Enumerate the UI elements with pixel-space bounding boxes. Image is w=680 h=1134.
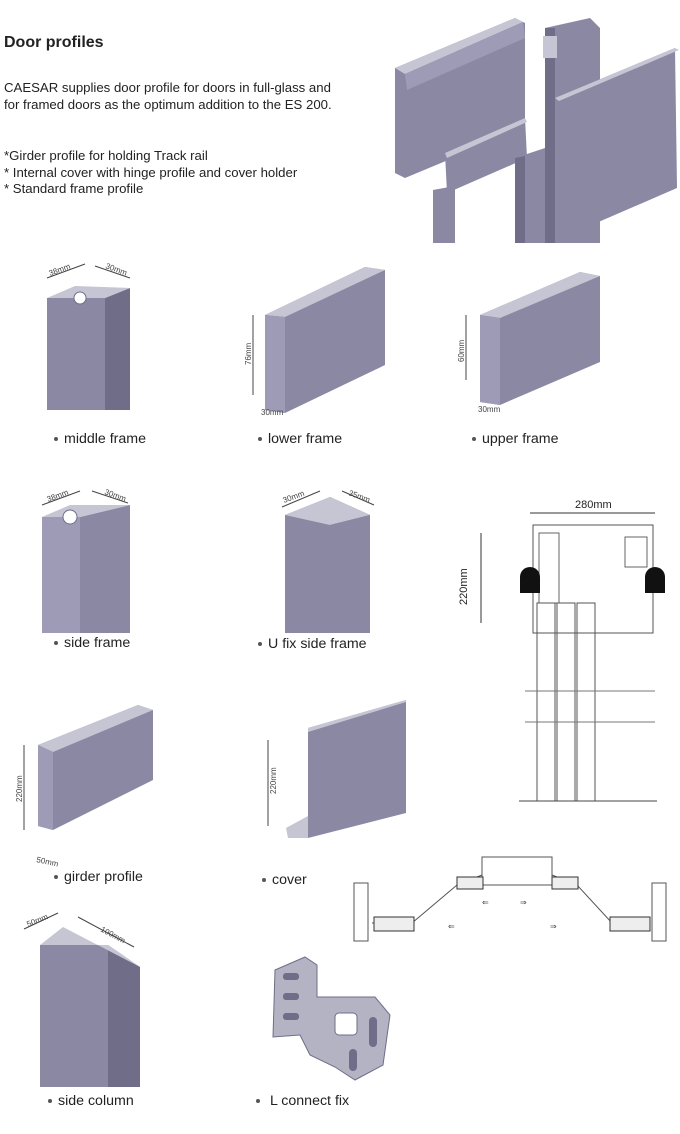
bullet-dot-icon <box>54 875 58 880</box>
cover-drawing: 220mm <box>267 700 406 838</box>
feature-list: *Girder profile for holding Track rail *… <box>4 148 297 198</box>
dim-label: 60mm <box>457 339 466 362</box>
profile-caption: girder profile <box>54 869 143 885</box>
top-view-drawing: ⇐ ⇐ ⇒ ⇒ <box>353 856 667 942</box>
section-drawing: 280mm 220mm <box>458 499 665 802</box>
dim-label: 220mm <box>269 767 278 794</box>
profile-caption: lower frame <box>258 431 342 447</box>
profile-caption: side frame <box>54 635 130 651</box>
dim-label: 100mm <box>99 925 127 946</box>
dim-label: 38mm <box>48 262 72 278</box>
svg-text:⇒: ⇒ <box>550 922 557 931</box>
bullet-dot-icon <box>258 642 262 647</box>
profile-caption: L connect fix <box>256 1093 349 1109</box>
dim-label: 30mm <box>261 408 284 417</box>
bullet-dot-icon <box>472 437 476 442</box>
dim-label: 30mm <box>103 487 127 503</box>
girder-profile-drawing: 220mm 50mm <box>15 705 153 869</box>
svg-text:⇒: ⇒ <box>520 898 527 907</box>
dim-label: 50mm <box>25 912 49 929</box>
dim-label: 35mm <box>347 488 371 504</box>
height-dimension-label: 220mm <box>458 568 470 605</box>
bullet-dot-icon <box>262 878 266 883</box>
feature-item: * Standard frame profile <box>4 181 144 196</box>
middle-frame-drawing: 38mm 30mm <box>46 261 131 410</box>
feature-item: * Internal cover with hinge profile and … <box>4 164 298 180</box>
svg-text:⇐: ⇐ <box>448 922 455 931</box>
side-column-drawing: 50mm 100mm <box>23 912 140 1087</box>
width-dimension-label: 280mm <box>575 499 612 511</box>
profile-caption: upper frame <box>472 431 559 447</box>
bullet-dot-icon <box>48 1099 52 1104</box>
bullet-dot-icon <box>258 437 262 442</box>
dim-label: 76mm <box>244 342 253 365</box>
intro-text: CAESAR supplies door profile for doors i… <box>4 80 332 112</box>
dim-label: 30mm <box>104 261 128 277</box>
upper-frame-drawing: 60mm 30mm <box>457 272 600 414</box>
lower-frame-drawing: 76mm 30mm <box>244 267 385 417</box>
bullet-dot-icon <box>54 437 58 442</box>
l-connect-fix-drawing <box>272 956 391 1081</box>
profile-caption: U fix side frame <box>258 636 367 652</box>
dim-label: 38mm <box>46 488 70 504</box>
dim-label: 220mm <box>15 775 24 802</box>
side-frame-drawing: 38mm 30mm <box>41 487 130 633</box>
page-title: Door profiles <box>4 34 104 51</box>
door-assembly-illustration <box>395 18 679 243</box>
profile-caption: middle frame <box>54 431 146 447</box>
dim-label: 50mm <box>36 855 60 868</box>
u-fix-side-frame-drawing: 30mm 35mm <box>282 488 375 633</box>
bullet-dot-icon <box>256 1099 260 1104</box>
feature-item: *Girder profile for holding Track rail <box>4 148 208 163</box>
profile-caption: side column <box>48 1093 134 1109</box>
profile-caption: cover <box>262 872 307 888</box>
bullet-dot-icon <box>54 641 58 646</box>
dim-label: 30mm <box>478 405 501 414</box>
svg-text:⇐: ⇐ <box>482 898 489 907</box>
